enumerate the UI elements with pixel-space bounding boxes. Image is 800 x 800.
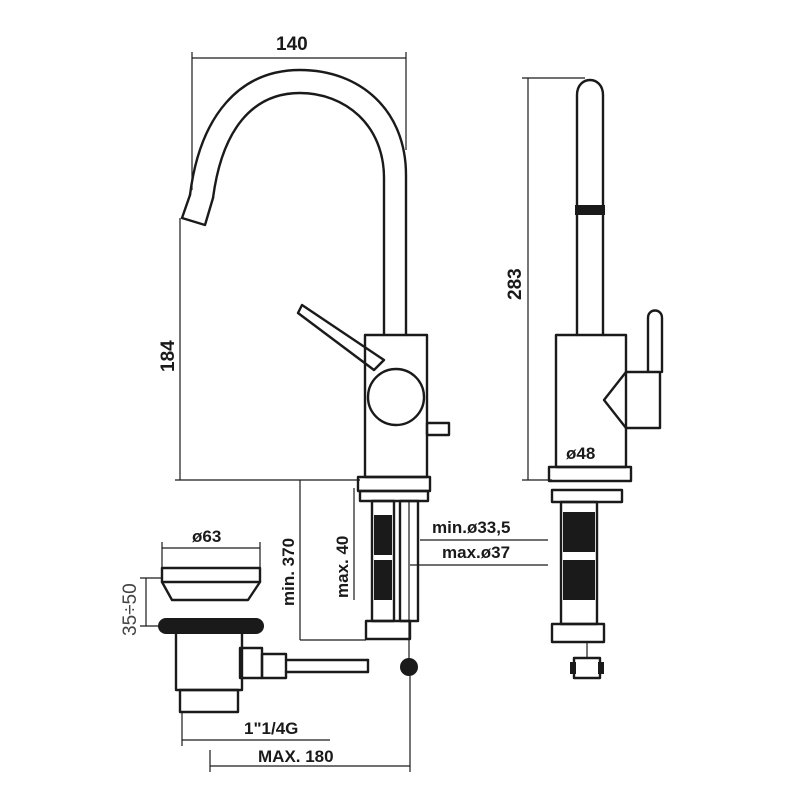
- waste-side-nut: [238, 646, 264, 680]
- rod-end-ball: [400, 658, 418, 676]
- thread-hatch-2: [374, 560, 392, 600]
- label-waste-range: 35÷50: [120, 583, 141, 636]
- side-clip: [572, 656, 602, 680]
- waste-cap: [160, 566, 262, 584]
- label-waste-thread: 1"1/4G: [244, 719, 298, 738]
- waste-tail: [178, 688, 240, 714]
- label-height-184: 184: [158, 340, 179, 372]
- side-spout: [575, 78, 605, 337]
- faucet-front-view: [180, 68, 451, 676]
- spout-inner-curve: [211, 91, 386, 337]
- label-waste-63: ø63: [192, 527, 221, 546]
- pop-up-waste: [158, 566, 370, 714]
- waste-seal: [158, 618, 264, 634]
- base-flange: [356, 475, 432, 493]
- waste-flange: [160, 580, 262, 602]
- waste-rod-nut: [260, 652, 288, 680]
- thread-hatch-1: [374, 515, 392, 555]
- pop-up-knob: [425, 421, 451, 437]
- dimension-labels: 140 184 283 ø48 min. 370 max. 40 min.ø33…: [120, 34, 595, 766]
- base-washer: [358, 489, 430, 503]
- waste-body: [174, 632, 244, 692]
- lever-hub: [366, 367, 426, 427]
- side-lever-base: [602, 370, 662, 430]
- side-lever-rod: [646, 309, 664, 374]
- lever-handle: [296, 303, 386, 372]
- label-hole-min: min.ø33,5: [432, 518, 510, 537]
- spout-outer-curve: [188, 68, 408, 337]
- side-base-flange: [547, 465, 633, 483]
- label-width-140: 140: [276, 34, 308, 55]
- label-min-370: min. 370: [279, 538, 298, 606]
- label-height-283: 283: [505, 268, 526, 300]
- faucet-side-view: [547, 78, 664, 680]
- side-thread-1: [563, 512, 595, 552]
- label-hole-max: max.ø37: [442, 543, 510, 562]
- hose-fitting: [364, 619, 412, 641]
- faucet-body: [363, 333, 429, 479]
- side-washer: [550, 488, 624, 504]
- side-fitting: [550, 622, 606, 644]
- spout-tip: [180, 193, 215, 227]
- side-thread-2: [563, 560, 595, 600]
- dimension-lines: [140, 52, 585, 772]
- label-diameter-48: ø48: [566, 444, 595, 463]
- label-rod-max-180: MAX. 180: [258, 747, 334, 766]
- label-max-40: max. 40: [333, 536, 352, 598]
- side-aerator: [575, 205, 605, 215]
